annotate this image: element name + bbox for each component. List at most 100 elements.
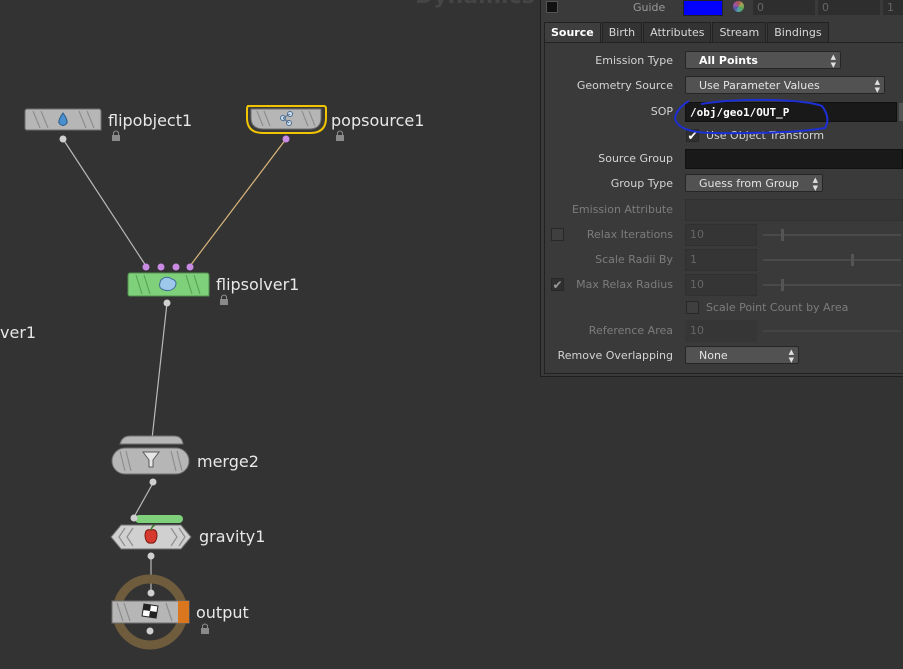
- output-connector[interactable]: [163, 299, 171, 307]
- scale-radii-by-slider-knob[interactable]: [851, 254, 854, 266]
- emission-type-value: All Points: [699, 54, 758, 67]
- geometry-source-value: Use Parameter Values: [699, 79, 820, 92]
- color-wheel-icon[interactable]: [733, 1, 744, 12]
- node-flipsolver[interactable]: flipsolver1: [127, 263, 299, 307]
- input-connector[interactable]: [130, 514, 138, 522]
- max-relax-radius-slider[interactable]: [763, 279, 901, 291]
- max-relax-radius-label: Max Relax Radius: [576, 278, 673, 291]
- relax-iterations-label: Relax Iterations: [586, 228, 673, 241]
- water-drop-icon: [58, 112, 68, 126]
- param-group-type: Group Type Guess from Group ▲▼: [545, 173, 903, 195]
- param-geometry-source: Geometry Source Use Parameter Values ▲▼: [545, 75, 903, 97]
- updown-arrows-icon: ▲▼: [874, 78, 880, 94]
- remove-overlapping-menu[interactable]: None ▲▼: [685, 346, 799, 364]
- param-reference-area: Reference Area 10: [545, 320, 903, 342]
- wire-popsource-to-flipsolver: [189, 138, 287, 267]
- param-scale-point-count: Scale Point Count by Area: [545, 298, 903, 320]
- input-connector-2[interactable]: [157, 263, 165, 271]
- offscreen-node-label: ver1: [0, 323, 37, 342]
- node-merge[interactable]: merge2: [111, 435, 259, 486]
- source-tab-content: Emission Type All Points ▲▼ Geometry Sou…: [544, 42, 903, 374]
- apple-icon: [144, 524, 158, 544]
- wire-flipobject-to-flipsolver: [62, 138, 147, 267]
- output-connector[interactable]: [147, 552, 155, 560]
- relax-iterations-field[interactable]: 10: [685, 224, 757, 246]
- tab-bindings[interactable]: Bindings: [767, 22, 829, 42]
- param-emission-attribute: Emission Attribute: [545, 199, 903, 221]
- node-popsource[interactable]: popsource1: [246, 105, 424, 143]
- tab-source[interactable]: Source: [544, 22, 601, 42]
- sop-label: SOP: [650, 105, 673, 118]
- node-chooser-button[interactable]: [899, 103, 903, 121]
- output-connector[interactable]: [149, 478, 157, 486]
- node-label-flipsolver: flipsolver1: [216, 275, 299, 294]
- input-connector-1[interactable]: [142, 263, 150, 271]
- input-connector[interactable]: [147, 589, 155, 597]
- scale-radii-by-field[interactable]: 1: [685, 249, 757, 271]
- sop-path-field[interactable]: /obj/geo1/OUT_P: [685, 102, 897, 122]
- group-type-value: Guess from Group: [699, 177, 799, 190]
- scale-radii-by-slider[interactable]: [763, 254, 901, 266]
- emission-attribute-label: Emission Attribute: [571, 203, 673, 216]
- wire-flipsolver-to-merge: [151, 302, 168, 440]
- input-connector-4[interactable]: [186, 263, 194, 271]
- node-flipobject[interactable]: flipobject1: [24, 108, 192, 143]
- node-gravity[interactable]: gravity1: [110, 514, 265, 560]
- guide-row: Guide 0 0 1: [541, 0, 903, 18]
- guide-color-r[interactable]: 0: [753, 0, 815, 15]
- output-connector[interactable]: [59, 135, 67, 143]
- tab-stream[interactable]: Stream: [712, 22, 767, 42]
- fluid-solver-icon: [159, 276, 177, 292]
- lock-icon: [220, 294, 228, 305]
- max-relax-radius-toggle[interactable]: ✔: [551, 278, 564, 292]
- param-sop: SOP /obj/geo1/OUT_P: [545, 101, 903, 123]
- source-group-field[interactable]: [685, 149, 903, 169]
- scale-point-count-label: Scale Point Count by Area: [706, 301, 849, 314]
- wire-merge-to-gravity: [133, 482, 154, 518]
- emission-type-menu[interactable]: All Points ▲▼: [685, 51, 841, 69]
- relax-iterations-slider-knob[interactable]: [781, 229, 784, 241]
- guide-color-b[interactable]: 1: [883, 0, 903, 15]
- bypass-flag-indicator: [135, 515, 183, 523]
- tab-birth[interactable]: Birth: [601, 22, 643, 42]
- lock-icon: [112, 130, 120, 141]
- emission-attribute-field[interactable]: [685, 199, 903, 221]
- use-object-transform-label: Use Object Transform: [706, 129, 825, 142]
- output-connector[interactable]: [146, 627, 154, 635]
- reference-area-label: Reference Area: [588, 324, 673, 337]
- funnel-icon: [142, 451, 160, 468]
- node-label-popsource: popsource1: [331, 111, 424, 130]
- node-label-flipobject: flipobject1: [108, 111, 192, 130]
- use-object-transform-checkbox[interactable]: ✔: [686, 129, 699, 143]
- source-group-label: Source Group: [598, 152, 673, 165]
- relax-iterations-toggle[interactable]: [551, 228, 564, 241]
- scale-point-count-checkbox[interactable]: [686, 301, 699, 314]
- guide-color-g[interactable]: 0: [818, 0, 880, 15]
- tab-attributes[interactable]: Attributes: [643, 22, 712, 42]
- parameter-panel: Guide 0 0 1 Source Birth Attributes Stre…: [540, 0, 903, 377]
- param-remove-overlapping: Remove Overlapping None ▲▼: [545, 345, 903, 367]
- node-label-gravity: gravity1: [199, 527, 265, 546]
- relax-iterations-slider[interactable]: [763, 229, 901, 241]
- lock-icon: [201, 623, 209, 634]
- node-label-output: output: [196, 603, 249, 622]
- group-type-menu[interactable]: Guess from Group ▲▼: [685, 174, 823, 192]
- reference-area-field[interactable]: 10: [685, 320, 757, 342]
- updown-arrows-icon: ▲▼: [830, 53, 836, 69]
- updown-arrows-icon: ▲▼: [788, 348, 794, 364]
- render-flag-indicator: [178, 601, 189, 623]
- node-output[interactable]: output: [111, 574, 249, 650]
- output-connector[interactable]: [282, 135, 290, 143]
- input-connector-3[interactable]: [172, 263, 180, 271]
- max-relax-radius-slider-knob[interactable]: [781, 279, 784, 291]
- param-scale-radii-by: Scale Radii By 1: [545, 249, 903, 271]
- guide-toggle[interactable]: [546, 1, 558, 13]
- geometry-source-menu[interactable]: Use Parameter Values ▲▼: [685, 76, 885, 94]
- max-relax-radius-field[interactable]: 10: [685, 274, 757, 296]
- checkered-flag-icon: [141, 603, 159, 619]
- param-max-relax-radius: ✔ Max Relax Radius 10: [545, 274, 903, 296]
- guide-color-swatch[interactable]: [683, 0, 723, 16]
- reference-area-slider[interactable]: [763, 330, 901, 332]
